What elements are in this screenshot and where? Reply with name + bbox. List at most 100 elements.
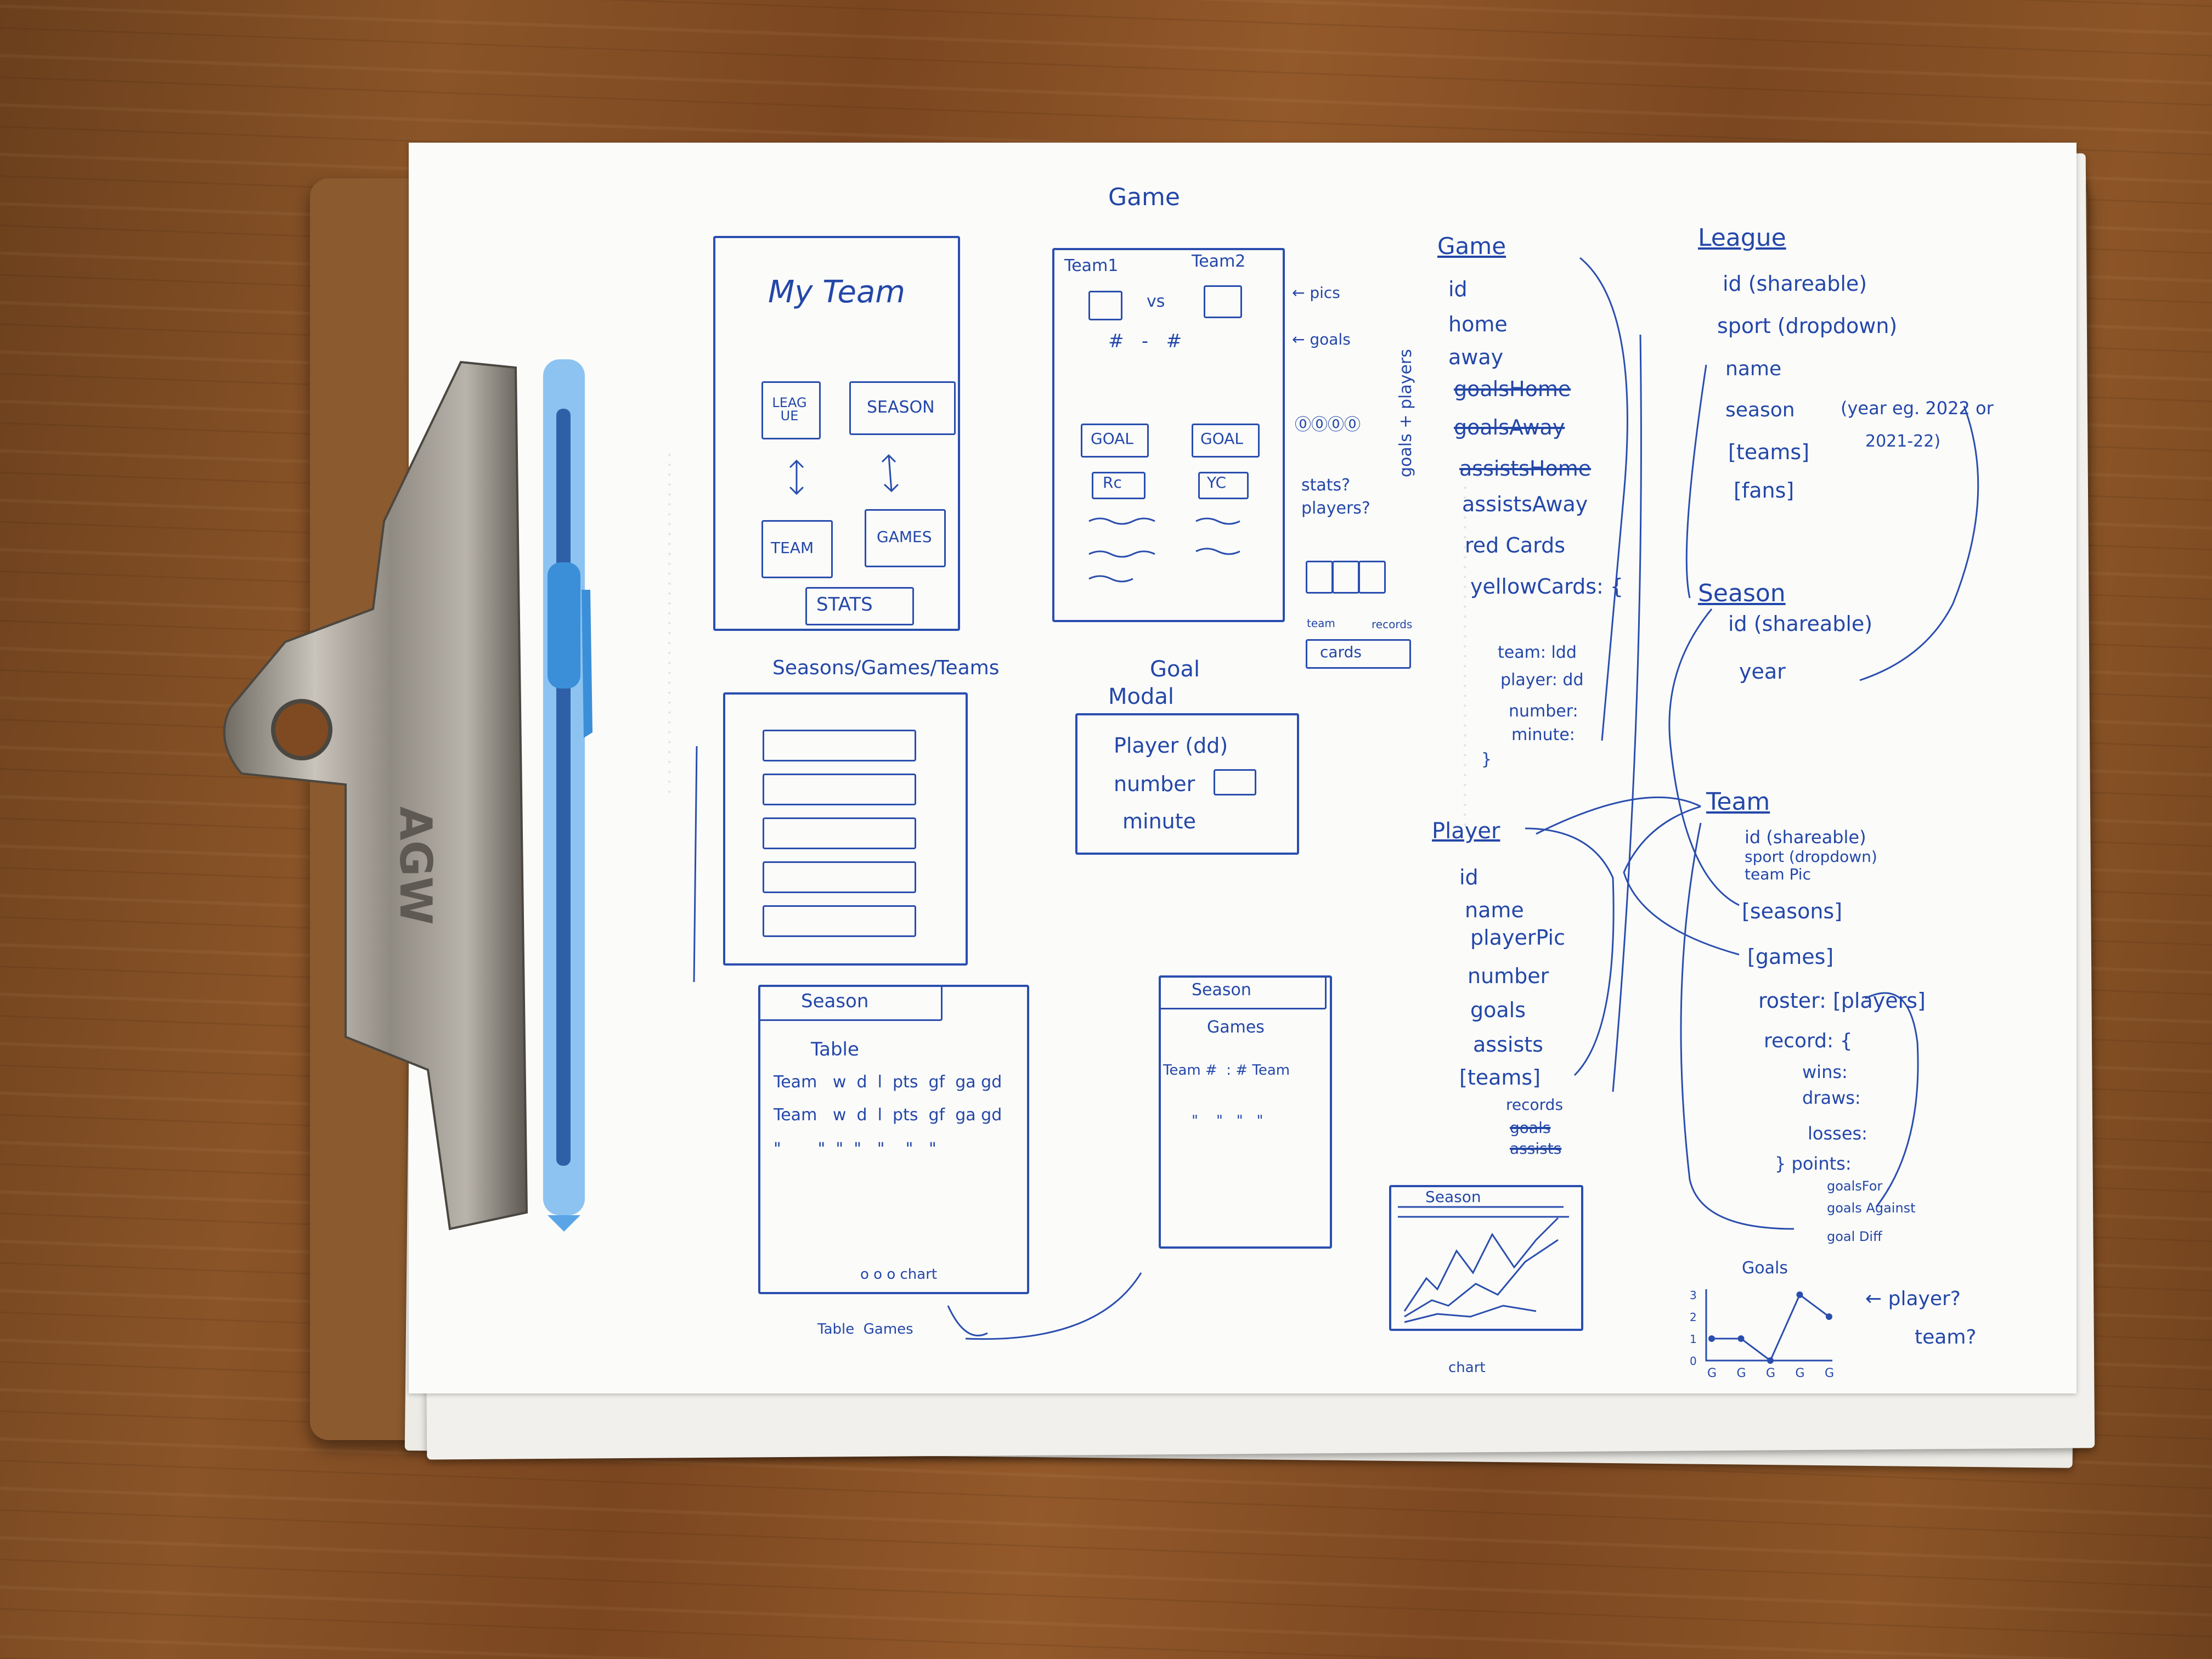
team-field: roster: [players] (1758, 989, 1926, 1013)
season-games-tab-label: Season (1192, 980, 1251, 1000)
team1-label: Team1 (1064, 256, 1119, 275)
cards-subfield: team: ldd (1498, 643, 1577, 662)
game-field-struck: assistsHome (1459, 456, 1592, 481)
team-record-field: wins: (1802, 1062, 1848, 1082)
player-model-title: Player (1432, 819, 1500, 844)
red-card-button[interactable] (1092, 472, 1146, 499)
season-table-tab[interactable] (758, 985, 943, 1021)
league-field: season (1725, 399, 1795, 421)
game-field-struck: goalsHome (1454, 377, 1571, 401)
team-field: id (shareable) (1745, 827, 1866, 848)
season-table-tab-label: Season (801, 990, 869, 1012)
my-team-frame (713, 236, 960, 631)
league-field: sport (dropdown) (1717, 314, 1898, 338)
season-button[interactable] (849, 381, 956, 435)
season-table-footer: Table Games (817, 1321, 913, 1338)
season-model-title: Season (1698, 579, 1786, 607)
cards-subfield: } (1481, 750, 1492, 769)
team-record-field: losses: (1808, 1123, 1867, 1144)
list-item[interactable] (763, 817, 916, 849)
games-button[interactable] (865, 509, 946, 567)
player-subfield-struck: assists (1510, 1139, 1562, 1158)
games-button-label: GAMES (877, 528, 932, 546)
goal-right-button[interactable] (1192, 424, 1260, 458)
clip-brand-logo: AGW (390, 806, 441, 925)
team-record-field: goals Against (1827, 1200, 1916, 1216)
season-table-title: Table (811, 1039, 859, 1060)
player-field: goals (1470, 998, 1526, 1022)
goal-modal-number-input[interactable] (1214, 769, 1256, 795)
goal-modal-title: Goal (1150, 657, 1200, 682)
league-button[interactable] (761, 381, 821, 439)
game-field: assistsAway (1462, 492, 1588, 516)
goal-modal-minute-field: minute (1122, 809, 1197, 833)
team-model-title: Team (1706, 788, 1770, 816)
paper-sheet: ................................... ....… (409, 143, 2076, 1393)
stats-button[interactable] (805, 587, 914, 625)
goals-data-point (1708, 1335, 1715, 1342)
game-field: id (1448, 277, 1468, 301)
vs-label: vs (1147, 292, 1165, 311)
player-subfield: records (1506, 1096, 1564, 1114)
goal-modal-number-field: number (1114, 772, 1195, 796)
pics-note: ← pics (1292, 284, 1340, 302)
season-chart-link[interactable]: o o o chart (860, 1266, 938, 1283)
league-season-note: 2021-22) (1865, 432, 1941, 451)
team1-pic-placeholder (1088, 291, 1122, 320)
season-table-row: Team w d l pts gf ga gd (774, 1073, 1002, 1092)
cards-subfield: player: dd (1500, 670, 1584, 690)
goals-chart-annotation: team? (1915, 1326, 1977, 1348)
players-note: players? (1301, 499, 1370, 518)
goal-left-label: GOAL (1091, 430, 1133, 448)
player-field: playerPic (1470, 926, 1565, 950)
goals-y-tick: 3 (1690, 1289, 1697, 1302)
cards-subfield: number: (1509, 702, 1578, 721)
player-field: number (1468, 964, 1549, 988)
goal-modal-subtitle: Modal (1108, 684, 1174, 709)
goals-x-tick: G (1736, 1367, 1746, 1380)
game-field: home (1448, 312, 1508, 336)
cards-note: cards (1320, 643, 1362, 661)
player-field: id (1459, 865, 1479, 889)
goals-x-tick: G (1825, 1367, 1834, 1380)
team2-label: Team2 (1192, 252, 1246, 271)
goal-modal-player-field: Player (dd) (1114, 733, 1228, 758)
game-field: red Cards (1465, 533, 1566, 557)
league-model-title: League (1698, 224, 1786, 252)
team-record-field: goal Diff (1827, 1229, 1882, 1244)
red-card-label: Rc (1103, 473, 1122, 492)
goals-data-point (1796, 1291, 1803, 1298)
league-button-label: LEAG UE (772, 395, 807, 424)
team-field: sport (dropdown) (1745, 848, 1877, 866)
goal-circles: ⓪⓪⓪⓪ (1295, 415, 1361, 435)
score-label: # - # (1108, 330, 1182, 352)
cards-subfield: minute: (1511, 725, 1575, 744)
list-item[interactable] (763, 861, 916, 893)
team-record-field: draws: (1802, 1087, 1861, 1108)
season-games-tab[interactable] (1159, 975, 1327, 1009)
list-item[interactable] (763, 905, 916, 937)
yellow-card-button[interactable] (1198, 472, 1249, 499)
player-subfield-struck: goals (1510, 1119, 1551, 1137)
list-item[interactable] (763, 730, 916, 761)
goals-data-point (1767, 1357, 1774, 1364)
team-button[interactable] (761, 520, 833, 578)
league-season-note: (year eg. 2022 or (1841, 398, 1994, 419)
nav-label: Seasons/Games/Teams (772, 657, 1000, 679)
player-field: name (1465, 898, 1524, 922)
goal-left-button[interactable] (1081, 424, 1149, 458)
goal-modal-frame (1075, 713, 1299, 855)
team-field: team Pic (1745, 865, 1811, 883)
season-games-row: Team # : # Team (1163, 1062, 1290, 1079)
list-item[interactable] (763, 774, 916, 805)
clipboard-clip: AGW (219, 357, 528, 1234)
team2-pic-placeholder (1204, 285, 1242, 318)
goals-data-point (1737, 1335, 1745, 1342)
team-note: team (1307, 617, 1335, 630)
season-field: id (shareable) (1728, 612, 1873, 636)
player-field: assists (1473, 1032, 1543, 1057)
goals-note: ← goals (1292, 330, 1351, 348)
